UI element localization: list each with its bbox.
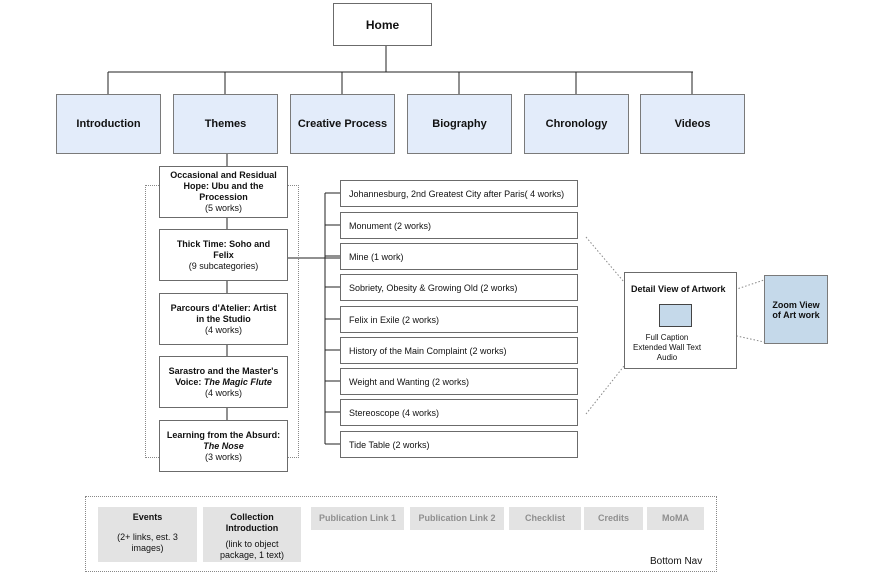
theme-title-text: Parcours d'Atelier: Artist in the Studio [170,302,277,324]
subcategory-node[interactable]: Tide Table (2 works) [340,431,578,458]
theme-title: Thick Time: Soho and Felix [160,239,287,261]
subcategory-label: Sobriety, Obesity & Growing Old (2 works… [349,282,518,293]
theme-node[interactable]: Learning from the Absurd: The Nose(3 wor… [159,420,288,472]
theme-node[interactable]: Occasional and Residual Hope: Ubu and th… [159,166,288,218]
theme-node[interactable]: Thick Time: Soho and Felix(9 subcategori… [159,229,288,281]
nav-node-label: Themes [204,118,247,130]
subcategory-node[interactable]: History of the Main Complaint (2 works) [340,337,578,364]
bottom-nav-item-title: MoMA [662,513,689,523]
zoom-view-label: Zoom View of Art work [772,299,820,320]
bottom-nav-item-desc: (link to object package, 1 text) [219,539,285,560]
nav-node-label: Chronology [545,118,608,130]
zoom-view-node[interactable]: Zoom View of Art work [764,275,828,344]
theme-title: Learning from the Absurd: The Nose [160,430,287,452]
detail-line-audio: Audio [656,353,678,362]
nav-node-creative-process[interactable]: Creative Process [290,94,395,154]
home-node[interactable]: Home [333,3,432,46]
subcategory-label: Tide Table (2 works) [349,439,430,450]
theme-count: (4 works) [204,387,242,398]
theme-title-text: Sarastro and the Master's Voice: [168,365,279,387]
subcategory-node[interactable]: Weight and Wanting (2 works) [340,368,578,395]
subcategory-label: Johannesburg, 2nd Greatest City after Pa… [349,188,565,199]
detail-view-node[interactable]: Detail View of Artwork Full Caption Exte… [624,272,737,369]
subcategory-node[interactable]: Felix in Exile (2 works) [340,306,578,333]
bottom-nav-item[interactable]: Publication Link 1 [311,507,404,530]
nav-node-chronology[interactable]: Chronology [524,94,629,154]
subcategory-label: Felix in Exile (2 works) [349,314,440,325]
theme-title-text: Occasional and Residual Hope: Ubu and th… [170,170,277,202]
theme-title-italic: The Nose [203,440,244,451]
subcategory-node[interactable]: Monument (2 works) [340,212,578,239]
subcategory-label: Mine (1 work) [349,251,404,262]
detail-line-wall-text: Extended Wall Text [633,343,702,352]
zoom-top-dotted-line [691,279,765,305]
theme-title: Sarastro and the Master's Voice: The Mag… [160,366,287,388]
nav-node-themes[interactable]: Themes [173,94,278,154]
detail-view-title: Detail View of Artwork [631,284,726,294]
bottom-nav-item[interactable]: MoMA [647,507,704,530]
bottom-nav-label: Bottom Nav [650,556,703,567]
bottom-nav-item-title: Collection Introduction [225,512,279,533]
detail-line-full-caption: Full Caption [645,333,689,342]
theme-title-text: Learning from the Absurd: [166,429,281,440]
bottom-nav-item-title: Publication Link 2 [418,513,496,523]
subcategory-label: Weight and Wanting (2 works) [349,376,470,387]
bottom-nav-item-title: Credits [597,513,629,523]
subcategory-label: Monument (2 works) [349,220,432,231]
subcategory-label: History of the Main Complaint (2 works) [349,345,507,356]
artwork-thumbnail [659,304,692,327]
theme-title-text: Thick Time: Soho and Felix [176,238,271,260]
theme-count: (4 works) [204,324,242,335]
theme-title-italic: The Magic Flute [203,376,272,387]
theme-node[interactable]: Sarastro and the Master's Voice: The Mag… [159,356,288,408]
bottom-nav-item[interactable]: Checklist [509,507,581,530]
subcategory-node[interactable]: Mine (1 work) [340,243,578,270]
nav-node-label: Introduction [76,118,141,130]
theme-title: Parcours d'Atelier: Artist in the Studio [160,303,287,325]
theme-count: (3 works) [204,451,242,462]
theme-count: (9 subcategories) [188,260,259,271]
nav-node-label: Biography [432,118,487,130]
home-label: Home [365,17,400,32]
detail-bottom-dotted-line [585,365,625,415]
nav-node-biography[interactable]: Biography [407,94,512,154]
nav-node-label: Videos [674,118,711,130]
nav-node-label: Creative Process [297,118,388,130]
subcategory-node[interactable]: Johannesburg, 2nd Greatest City after Pa… [340,180,578,207]
detail-top-dotted-line [585,236,625,283]
bottom-nav-item-title: Events [132,512,163,522]
subcategory-label: Stereoscope (4 works) [349,407,440,418]
bottom-nav-item[interactable]: Events (2+ links, est. 3 images) [98,507,197,562]
bottom-nav-container [85,496,717,572]
bottom-nav-item-title: Checklist [524,513,566,523]
theme-count: (5 works) [204,203,242,213]
nav-node-videos[interactable]: Videos [640,94,745,154]
nav-node-introduction[interactable]: Introduction [56,94,161,154]
theme-node[interactable]: Parcours d'Atelier: Artist in the Studio… [159,293,288,345]
bottom-nav-item[interactable]: Publication Link 2 [410,507,504,530]
bottom-nav-item-desc: (2+ links, est. 3 images) [117,532,178,553]
bottom-nav-item[interactable]: Credits [584,507,643,530]
subcategory-node[interactable]: Sobriety, Obesity & Growing Old (2 works… [340,274,578,301]
theme-title: Occasional and Residual Hope: Ubu and th… [160,170,287,203]
bottom-nav-item[interactable]: Collection Introduction (link to object p… [203,507,301,562]
subcategory-node[interactable]: Stereoscope (4 works) [340,399,578,426]
bottom-nav-item-title: Publication Link 1 [318,513,396,523]
